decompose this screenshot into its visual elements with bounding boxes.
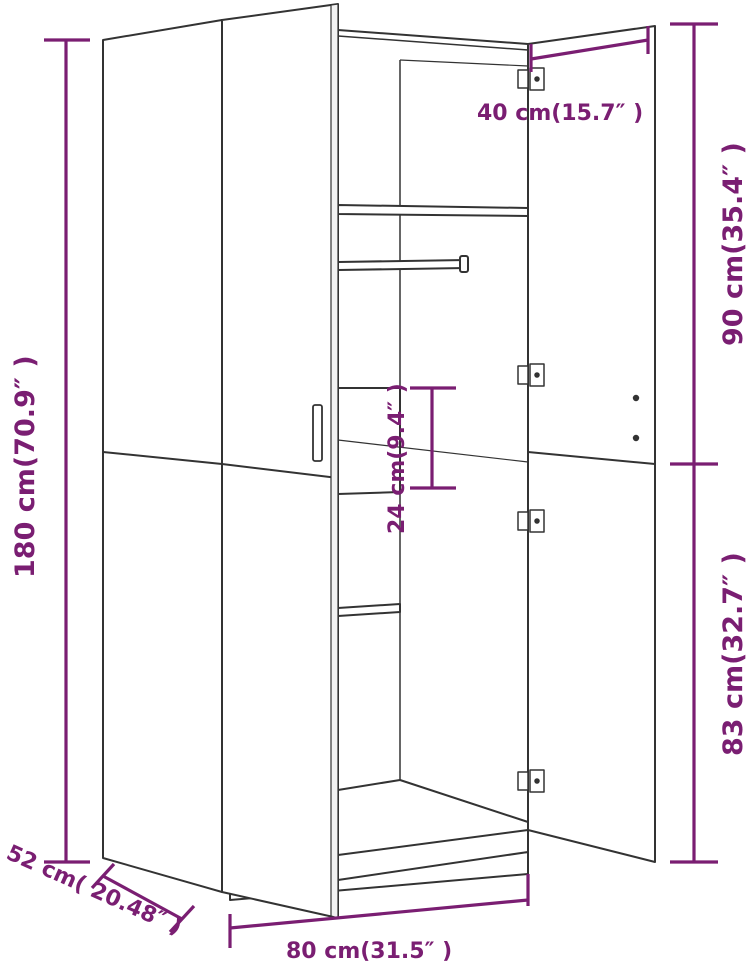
width-label: 80 cm(31.5″ ) <box>286 939 452 964</box>
door-peg-hole <box>632 394 640 402</box>
top-height-label: 90 cm(35.4″ ) <box>718 142 749 346</box>
drawer-height-label: 24 cm(9.4″ ) <box>385 383 410 534</box>
top-shelf <box>337 204 529 217</box>
closed-door-split <box>221 463 339 479</box>
open-right-door <box>527 25 656 863</box>
bottom-height-dimension <box>670 464 718 864</box>
hinge-icon <box>517 509 545 533</box>
dimension-lines <box>44 22 718 948</box>
side-panel-split <box>102 451 223 465</box>
bottom-height-label: 83 cm(32.7″ ) <box>718 552 749 756</box>
door-width-dimension <box>529 26 650 72</box>
top-height-dimension <box>670 22 718 466</box>
open-door-split <box>527 451 656 465</box>
depth-dimension <box>90 862 196 934</box>
total-height-dimension <box>44 38 90 864</box>
total-height-label: 180 cm(70.9″ ) <box>10 355 41 578</box>
rail-bracket <box>459 255 469 273</box>
hinge-icon <box>517 67 545 91</box>
door-peg-hole <box>632 434 640 442</box>
door-handle <box>312 404 323 462</box>
wardrobe-drawing <box>102 3 656 919</box>
width-dimension <box>228 874 530 948</box>
hanging-rail <box>337 259 467 271</box>
drawer-height-dimension <box>410 386 456 490</box>
door-width-label: 40 cm(15.7″ ) <box>477 101 643 126</box>
hinge-icon <box>517 363 545 387</box>
hinge-icon <box>517 769 545 793</box>
side-panel <box>102 19 223 893</box>
